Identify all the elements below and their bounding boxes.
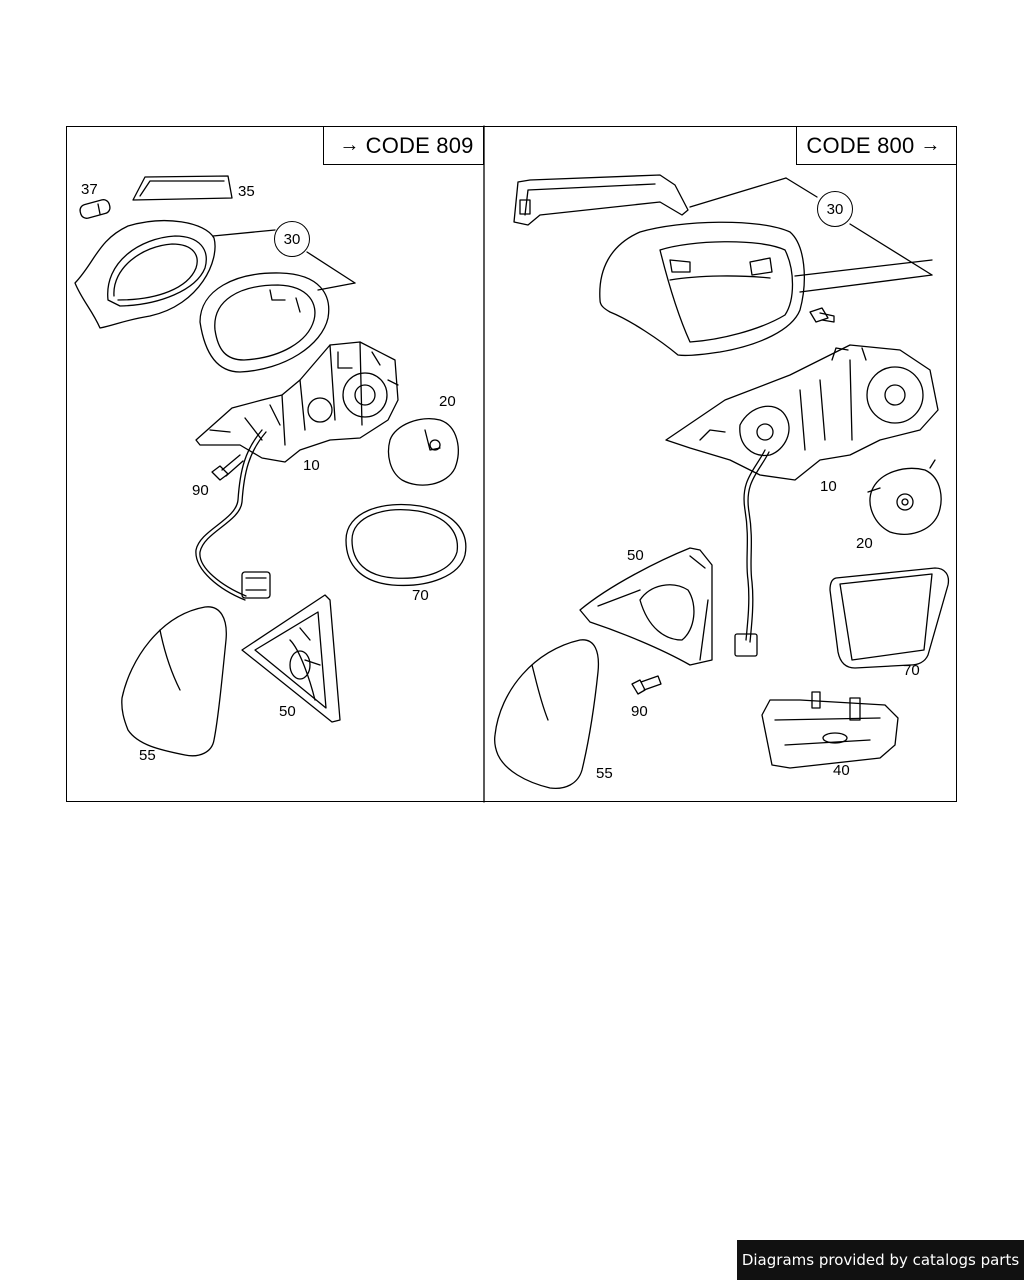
part-55-lower-cover-left-shape [121,606,227,757]
part-30-housing-outer-shape [74,220,216,329]
part-55-lower-cover-right-shape [493,639,600,790]
part-30-signal-strip-right-shape [513,174,689,226]
callout-20-right: 20 [856,535,873,552]
callout-55-left: 55 [139,747,156,764]
code-809-label: CODE 809 [365,132,474,158]
part-30-left-leaders [212,229,356,291]
code-800-label: CODE 800 [806,132,915,158]
diagram-frame [66,126,957,802]
callout-55-right: 55 [596,765,613,782]
part-50-mirror-base-right-shape [579,547,713,666]
callout-90-right: 90 [631,703,648,720]
screw-top-right-shape [809,307,835,323]
callout-30-left: 30 [274,221,310,257]
callout-10-left: 10 [303,457,320,474]
callout-40-right: 40 [833,762,850,779]
part-40-lower-cap-shape [761,691,899,769]
part-70-glass-left-shape [345,503,467,587]
part-50-mirror-base-left-shape [241,594,341,723]
code-800-label-box: CODE 800 → [796,126,957,165]
part-20-motor-disc-right-shape [867,459,942,535]
callout-50-right: 50 [627,547,644,564]
part-90-screw-left-shape [211,454,244,481]
callout-50-left: 50 [279,703,296,720]
arrow-right-icon: → [339,134,360,156]
part-30-housing-right-shape [599,221,805,357]
part-70-glass-right-shape [829,567,950,669]
part-90-screw-right-shape [631,675,662,695]
wire-harness-left-shape [195,429,271,601]
footer-credit-text: Diagrams provided by catalogs parts [741,1251,1020,1269]
callout-70-left: 70 [412,587,429,604]
callout-30-right: 30 [817,191,853,227]
callout-35-left: 35 [238,183,255,200]
part-37-bulb-shape [79,199,111,219]
callout-10-right: 10 [820,478,837,495]
part-30-right-leaders [689,177,933,293]
callout-90-left: 90 [192,482,209,499]
code-809-label-box: → CODE 809 [323,126,484,165]
callout-20-left: 20 [439,393,456,410]
part-20-motor-disc-left-shape [387,418,459,486]
part-30-frame-shape [199,272,330,373]
part-10-actuator-assembly-shape [195,341,399,463]
callout-70-right: 70 [903,662,920,679]
part-35-signal-strip-shape [132,175,233,201]
arrow-right-icon: → [920,134,941,156]
part-10-actuator-assembly-right-shape [665,344,939,481]
wire-harness-right-shape [734,449,770,657]
footer-credit-banner: Diagrams provided by catalogs parts [737,1240,1024,1280]
callout-37-left: 37 [81,181,98,198]
